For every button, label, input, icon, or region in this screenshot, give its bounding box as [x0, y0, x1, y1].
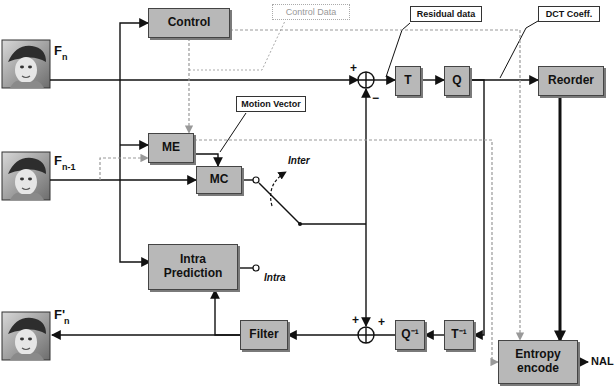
process-box: Entropy encode — [498, 340, 578, 384]
frame-name: F' — [54, 308, 65, 321]
process-box: Control — [148, 8, 230, 38]
process-box: T⁻¹ — [444, 320, 474, 350]
switch-label: Inter — [288, 156, 310, 166]
process-box: MC — [196, 166, 242, 194]
process-box: Intra Prediction — [148, 244, 238, 290]
frame-subscript: n — [64, 317, 70, 326]
callout-box: DCT Coeff. — [538, 6, 600, 22]
sign-label: + — [378, 316, 385, 328]
frame-subscript: n — [62, 53, 68, 62]
box-text: T — [402, 74, 413, 88]
connector — [288, 334, 395, 335]
box-text: Motion Vector — [239, 99, 303, 109]
frame-subscript: n-1 — [62, 163, 76, 172]
connector — [425, 334, 444, 335]
connector — [215, 290, 240, 335]
frame-name: F — [54, 44, 62, 57]
switch-label: Intra — [264, 273, 286, 283]
connector — [230, 30, 520, 340]
connector — [188, 38, 189, 133]
callout-box: Motion Vector — [236, 96, 306, 112]
box-text: MC — [208, 173, 231, 187]
box-text: T⁻¹ — [449, 328, 468, 342]
box-text: ME — [160, 141, 182, 155]
sign-label: + — [350, 62, 357, 74]
connector — [421, 79, 444, 80]
process-box: Q — [444, 66, 470, 96]
box-text: Q — [450, 74, 463, 88]
callout-box: Control Data — [272, 4, 350, 20]
sign-label: + — [352, 314, 359, 326]
sign-label: − — [372, 92, 379, 104]
connector — [194, 154, 218, 166]
connector — [559, 96, 562, 340]
process-box: Q⁻¹ — [395, 320, 425, 350]
connector — [194, 140, 498, 362]
frame-name: F — [54, 154, 62, 167]
box-text: Entropy encode — [499, 348, 577, 376]
process-box: ME — [148, 133, 194, 163]
box-text: Intra Prediction — [149, 253, 237, 281]
callout-box: Residual data — [410, 6, 482, 22]
box-text: Filter — [247, 328, 280, 342]
process-box: Filter — [240, 320, 288, 350]
box-text: Control Data — [284, 7, 339, 17]
connector — [470, 80, 484, 335]
output-label: NAL — [591, 356, 614, 367]
box-text: Residual data — [415, 9, 478, 19]
box-text: Control — [166, 16, 213, 30]
process-box: Reorder — [538, 66, 604, 96]
box-text: Reorder — [546, 74, 596, 88]
box-text: DCT Coeff. — [544, 9, 595, 19]
process-box: T — [395, 66, 421, 96]
box-text: Q⁻¹ — [399, 328, 420, 342]
